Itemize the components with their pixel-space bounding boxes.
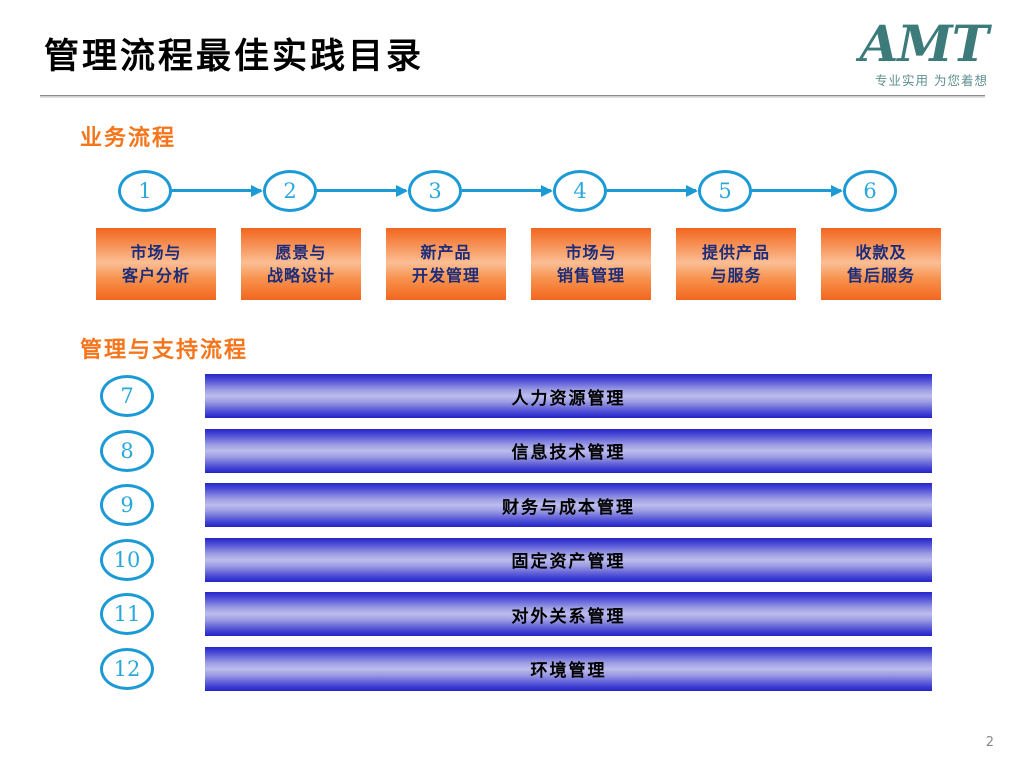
support-bar-label: 财务与成本管理 (502, 497, 635, 518)
process-box-label-line2: 售后服务 (846, 266, 915, 285)
flow-node-number: 5 (718, 179, 732, 203)
circle-shape (100, 429, 154, 472)
process-box-label-line1: 市场与 (565, 242, 617, 262)
process-box-label-line2: 客户分析 (121, 266, 190, 285)
circle-shape (408, 170, 462, 212)
circle-shape (100, 484, 154, 526)
process-box-label-line1: 新产品 (420, 242, 472, 262)
circle-shape (263, 170, 317, 212)
flow-arrow-5-to-6 (752, 184, 843, 197)
support-bar-label: 对外关系管理 (511, 606, 626, 627)
process-box-label-line1: 愿景与 (275, 242, 327, 262)
business-process-boxes: 市场与客户分析愿景与战略设计新产品开发管理市场与销售管理提供产品与服务收款及售后… (96, 228, 944, 300)
page-number: 2 (985, 735, 994, 750)
flow-node-1[interactable]: 1 (118, 170, 176, 216)
header-divider (40, 95, 985, 98)
support-row-7: 7 人力资源管理 (100, 374, 940, 418)
process-box-label-line2: 销售管理 (556, 266, 625, 285)
process-box-label-line1: 收款及 (855, 242, 907, 262)
process-box-label-line2: 与服务 (710, 266, 762, 285)
section-heading-business: 业务流程 (80, 125, 177, 151)
process-box-label-line1: 提供产品 (701, 242, 770, 262)
process-box-5[interactable]: 提供产品与服务 (676, 228, 796, 300)
process-box-label-line2: 开发管理 (411, 266, 480, 285)
circle-shape (698, 170, 752, 212)
circle-shape (100, 647, 154, 690)
circle-shape (100, 375, 154, 417)
flow-arrow-1-to-2 (172, 184, 263, 197)
support-bar-label: 环境管理 (530, 661, 607, 681)
process-box-3[interactable]: 新产品开发管理 (386, 228, 506, 300)
support-node-number: 7 (120, 384, 134, 408)
flow-node-number: 6 (863, 179, 877, 203)
support-node-number: 12 (113, 656, 141, 681)
amt-logo: AMT 专业实用 为您着想 (816, 14, 989, 89)
support-node-9[interactable]: 9 (100, 484, 154, 526)
circle-shape (100, 593, 154, 635)
flow-arrow-4-to-5 (607, 184, 698, 197)
flow-node-number: 3 (428, 179, 442, 203)
support-node-8[interactable]: 8 (100, 429, 154, 472)
support-bar-11[interactable]: 对外关系管理 (205, 592, 932, 636)
process-box-4[interactable]: 市场与销售管理 (531, 228, 651, 300)
support-bar-label: 固定资产管理 (511, 552, 626, 572)
process-box-6[interactable]: 收款及售后服务 (821, 228, 941, 300)
support-node-7[interactable]: 7 (100, 375, 154, 417)
support-node-number: 9 (120, 493, 134, 517)
section-heading-support: 管理与支持流程 (80, 337, 249, 363)
support-bar-12[interactable]: 环境管理 (205, 646, 932, 691)
support-bar-10[interactable]: 固定资产管理 (205, 537, 932, 582)
support-node-12[interactable]: 12 (100, 647, 154, 690)
support-row-8: 8 信息技术管理 (100, 428, 940, 473)
flow-node-5[interactable]: 5 (698, 170, 756, 216)
circle-shape (553, 170, 607, 212)
flow-node-number: 2 (283, 179, 297, 203)
support-row-11: 11 对外关系管理 (100, 592, 940, 636)
circle-shape (100, 538, 154, 581)
flow-node-number: 4 (573, 179, 587, 203)
support-process-list: 7 人力资源管理 8 信息技术管理 9 财务与成本管理 10 固定资产管理 11 对外关系管理 12… (100, 374, 940, 700)
page-title: 管理流程最佳实践目录 (44, 36, 425, 77)
logo-tagline: 专业实用 为您着想 (875, 72, 988, 88)
flow-node-number: 1 (138, 179, 152, 203)
process-box-label-line2: 战略设计 (266, 266, 335, 285)
business-flow-row: 1 2 3 4 5 6 (118, 170, 922, 216)
flow-node-2[interactable]: 2 (263, 170, 321, 216)
support-row-12: 12 环境管理 (100, 646, 940, 691)
flow-node-4[interactable]: 4 (553, 170, 611, 216)
support-node-number: 8 (120, 438, 134, 463)
support-row-9: 9 财务与成本管理 (100, 483, 940, 527)
logo-wordmark: AMT (859, 14, 989, 73)
flow-arrow-3-to-4 (462, 184, 553, 197)
circle-shape (843, 170, 897, 212)
flow-arrow-2-to-3 (317, 184, 408, 197)
support-bar-8[interactable]: 信息技术管理 (205, 428, 932, 473)
process-box-label-line1: 市场与 (130, 242, 182, 262)
flow-node-6[interactable]: 6 (843, 170, 901, 216)
support-node-number: 11 (113, 602, 141, 626)
support-bar-label: 信息技术管理 (511, 443, 626, 463)
support-node-11[interactable]: 11 (100, 593, 154, 635)
circle-shape (118, 170, 172, 212)
support-node-10[interactable]: 10 (100, 538, 154, 581)
support-row-10: 10 固定资产管理 (100, 537, 940, 582)
support-bar-9[interactable]: 财务与成本管理 (205, 483, 932, 527)
support-bar-7[interactable]: 人力资源管理 (205, 374, 932, 418)
support-bar-label: 人力资源管理 (511, 388, 626, 409)
process-box-2[interactable]: 愿景与战略设计 (241, 228, 361, 300)
process-box-1[interactable]: 市场与客户分析 (96, 228, 216, 300)
flow-node-3[interactable]: 3 (408, 170, 466, 216)
support-node-number: 10 (113, 547, 141, 572)
